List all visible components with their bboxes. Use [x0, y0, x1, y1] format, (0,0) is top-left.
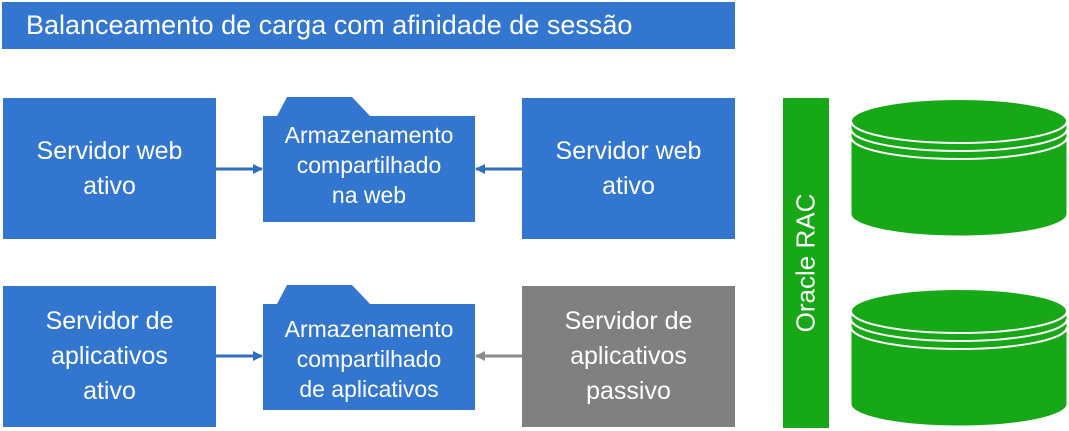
folder-icon [263, 285, 475, 410]
diagram-title: Balanceamento de carga com afinidade de … [2, 2, 735, 49]
app-server-passive: Servidor de aplicativos passivo [522, 286, 735, 427]
web-server-active-left: Servidor web ativo [3, 98, 216, 239]
oracle-rac-label: Oracle RAC [790, 193, 821, 333]
oracle-rac-bar: Oracle RAC [783, 98, 829, 428]
web-storage-label: Armazenamento compartilhado na web [284, 122, 454, 208]
database-icon-bottom [850, 288, 1068, 427]
database-icon-top [850, 98, 1068, 237]
app-server-active: Servidor de aplicativos ativo [3, 286, 216, 427]
web-shared-storage: Armazenamento compartilhado na web [263, 96, 475, 222]
web-server-active-right: Servidor web ativo [522, 98, 735, 239]
app-storage-label: Armazenamento compartilhado de aplicativ… [284, 316, 454, 402]
app-shared-storage: Armazenamento compartilhado de aplicativ… [263, 284, 475, 410]
folder-icon [263, 97, 475, 222]
